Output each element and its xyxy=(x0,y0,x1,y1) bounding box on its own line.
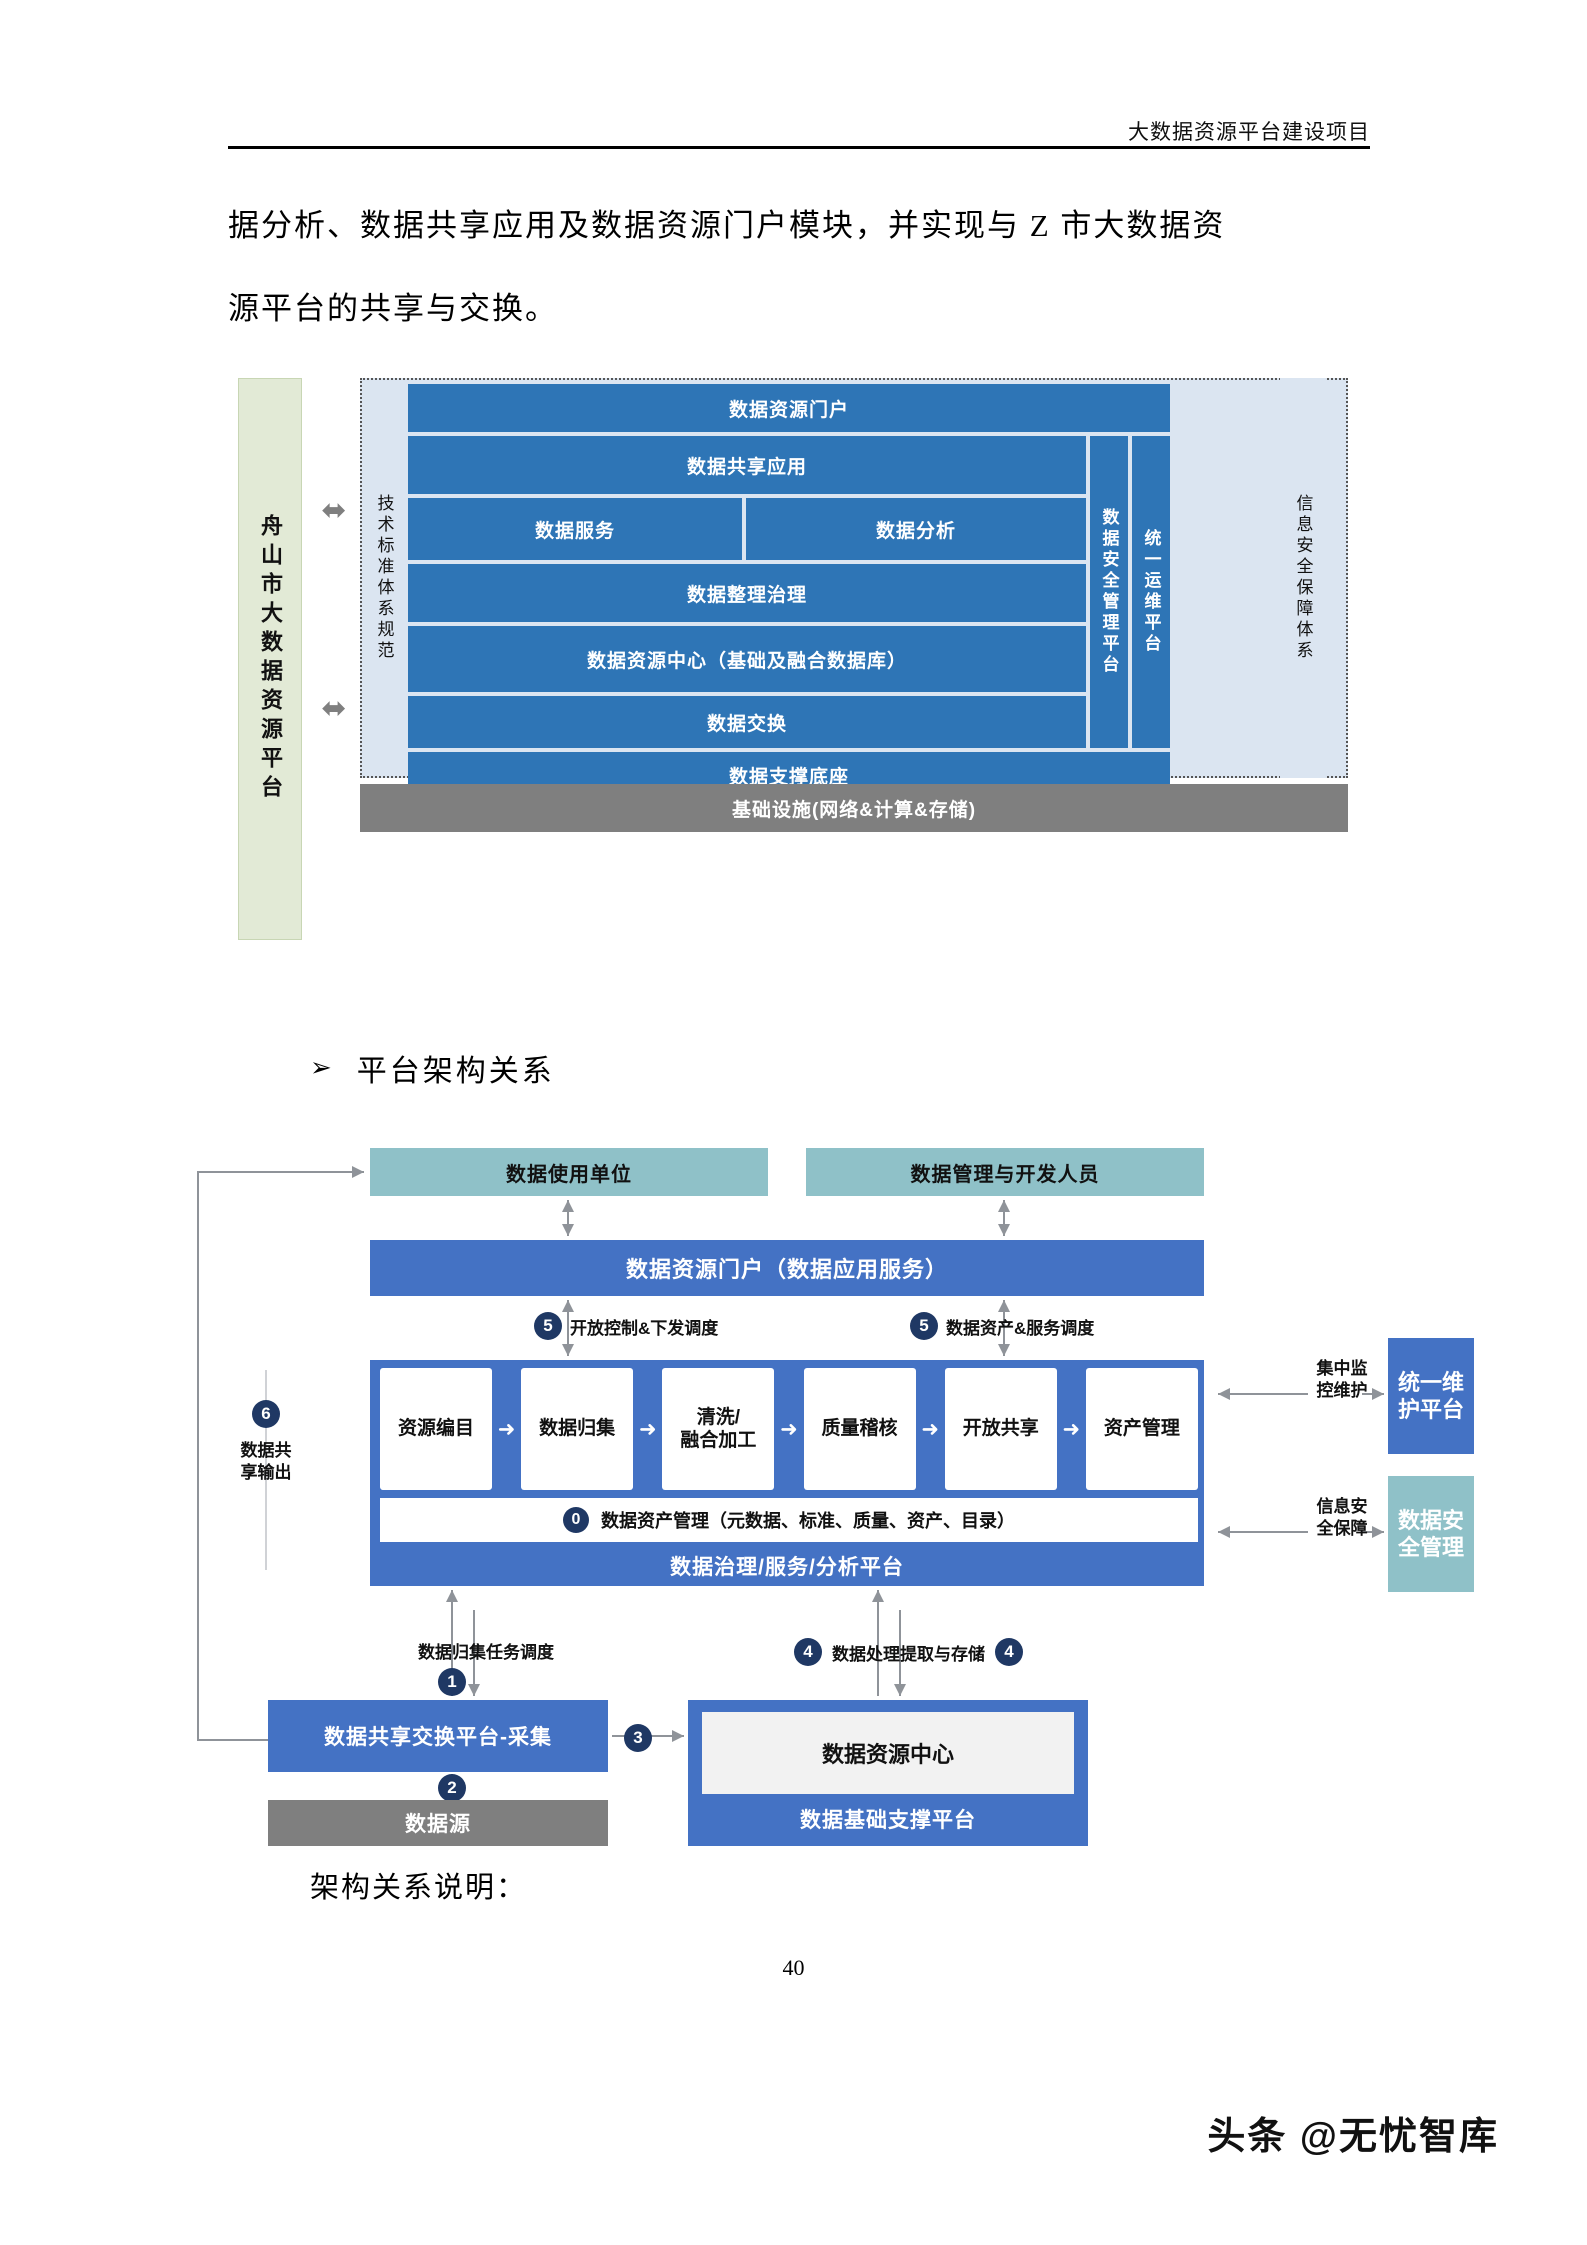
fig1-layer-data-exchange: 数据交换 xyxy=(408,696,1086,748)
fig2-step-arrow-icon-5: ➜ xyxy=(1062,1416,1081,1441)
fig2-badge-4-right: 4 xyxy=(995,1638,1023,1666)
body-paragraph-line-1: 据分析、数据共享应用及数据资源门户模块，并实现与 Z 市大数据资 xyxy=(228,208,1226,243)
fig2-schedule-processing-storage: 4 数据处理提取与存储 4 xyxy=(794,1638,1023,1666)
fig2-badge-2: 2 xyxy=(438,1774,466,1802)
figure-platform-architecture-relations: 数据使用单位 数据管理与开发人员 数据资源门户（数据应用服务） 5 开放控制&下… xyxy=(197,1140,1474,1846)
fig2-step-resource-catalog: 资源编目 xyxy=(380,1368,492,1490)
fig1-tech-standard-label: 技术标准体系规范 xyxy=(374,494,394,662)
fig2-data-sharing-output: 6 数据共享输出 xyxy=(238,1400,294,1484)
fig1-infrastructure-bar: 基础设施(网络&计算&存储) xyxy=(360,784,1348,832)
fig2-step-quality-audit: 质量稽核 xyxy=(803,1368,916,1490)
fig2-schedule-asset-service: 5 数据资产&服务调度 xyxy=(910,1312,1094,1340)
fig2-process-step-row: 资源编目 ➜ 数据归集 ➜ 清洗/ 融合加工 ➜ 质量稽核 ➜ 开放共享 ➜ 资… xyxy=(380,1368,1198,1490)
fig2-data-resource-portal: 数据资源门户（数据应用服务） xyxy=(370,1240,1204,1296)
fig2-badge-5-left: 5 xyxy=(534,1312,562,1340)
fig2-step-arrow-icon-2: ➜ xyxy=(638,1416,657,1441)
fig2-asset-management-label: 数据资产管理（元数据、标准、质量、资产、目录） xyxy=(601,1511,1015,1531)
fig1-side-ops-label: 统一运维平台 xyxy=(1141,529,1161,655)
fig2-badge-4-left: 4 xyxy=(794,1638,822,1666)
fig1-layer-data-service: 数据服务 xyxy=(408,498,742,560)
fig2-data-support-platform-label: 数据基础支撑平台 xyxy=(800,1809,976,1832)
fig1-side-unified-ops-platform: 统一运维平台 xyxy=(1132,436,1170,748)
architecture-note-label: 架构关系说明： xyxy=(310,1872,528,1904)
fig2-schedule-asset-service-label: 数据资产&服务调度 xyxy=(946,1318,1095,1338)
fig1-left-band-label: 舟山市大数据资源平台 xyxy=(258,514,283,804)
fig2-step-cleansing-fusion: 清洗/ 融合加工 xyxy=(662,1368,775,1490)
fig1-layer-data-sharing-app: 数据共享应用 xyxy=(408,436,1086,494)
section-bullet-heading: ➢ 平台架构关系 xyxy=(310,1046,555,1090)
fig2-step-arrow-icon-3: ➜ xyxy=(780,1416,798,1441)
fig2-step-arrow-icon-4: ➜ xyxy=(921,1416,939,1441)
bullet-arrow-icon: ➢ xyxy=(310,1053,335,1082)
fig2-schedule-open-control-label: 开放控制&下发调度 xyxy=(570,1318,719,1338)
fig2-security-connector-label: 信息安全保障 xyxy=(1316,1497,1368,1539)
fig2-ops-connector-label: 集中监控维护 xyxy=(1316,1359,1368,1401)
figure-platform-layer-architecture: 舟山市大数据资源平台 ⬌ ⬌ 技术标准体系规范 数据资源门户 数据共享应用 数据… xyxy=(238,378,1348,1016)
fig2-schedule-open-control: 5 开放控制&下发调度 xyxy=(534,1312,718,1340)
watermark-label: 头条 @无忧智库 xyxy=(1207,2116,1499,2158)
fig1-right-band-label: 信息安全保障体系 xyxy=(1293,494,1313,662)
fig2-governance-platform-panel xyxy=(370,1360,1204,1586)
fig2-data-source: 数据源 xyxy=(268,1800,608,1846)
fig2-badge-0: 0 xyxy=(563,1507,589,1533)
fig1-layer-data-portal: 数据资源门户 xyxy=(408,384,1170,432)
fig2-governance-platform-label: 数据治理/服务/分析平台 xyxy=(670,1556,904,1579)
fig2-badge-5-right: 5 xyxy=(910,1312,938,1340)
page-number: 40 xyxy=(782,1955,805,1980)
fig2-actor-data-users: 数据使用单位 xyxy=(370,1148,768,1196)
fig2-badge-1: 1 xyxy=(438,1668,466,1696)
fig1-tech-standard-band: 技术标准体系规范 xyxy=(366,384,402,772)
bullet-heading-label: 平台架构关系 xyxy=(356,1055,555,1088)
fig2-schedule-collection-task: 数据归集任务调度 xyxy=(418,1638,554,1663)
fig2-step-arrow-icon-1: ➜ xyxy=(497,1416,516,1441)
fig2-step-data-collection: 数据归集 xyxy=(521,1368,634,1490)
fig1-right-band-info-security: 信息安全保障体系 xyxy=(1280,378,1326,778)
fig1-layer-data-resource-center: 数据资源中心（基础及融合数据库） xyxy=(408,626,1086,692)
fig1-exchange-arrow-bottom-icon: ⬌ xyxy=(321,692,347,725)
fig2-badge-6: 6 xyxy=(252,1400,280,1428)
fig2-step-open-sharing: 开放共享 xyxy=(944,1368,1057,1490)
fig1-layer-data-governance: 数据整理治理 xyxy=(408,564,1086,622)
fig2-actor-data-developers: 数据管理与开发人员 xyxy=(806,1148,1204,1196)
fig2-asset-management-bar: 0 数据资产管理（元数据、标准、质量、资产、目录） xyxy=(380,1498,1198,1542)
fig2-data-security-management: 数据安全管理 xyxy=(1388,1476,1474,1592)
header-rule xyxy=(228,146,1370,149)
fig2-badge-3: 3 xyxy=(624,1724,652,1752)
fig2-step-asset-management: 资产管理 xyxy=(1085,1368,1198,1490)
fig2-unified-maintenance-platform: 统一维护平台 xyxy=(1388,1338,1474,1454)
fig1-left-band-city-platform: 舟山市大数据资源平台 xyxy=(238,378,302,940)
fig2-schedule-processing-label: 数据处理提取与存储 xyxy=(832,1644,985,1664)
fig2-data-sharing-output-label: 数据共享输出 xyxy=(240,1441,292,1483)
fig2-data-resource-center: 数据资源中心 xyxy=(702,1712,1074,1794)
page-header-title: 大数据资源平台建设项目 xyxy=(1128,120,1370,144)
fig2-schedule-collection-label: 数据归集任务调度 xyxy=(418,1643,554,1662)
body-paragraph-line-2: 源平台的共享与交换。 xyxy=(228,291,558,326)
fig1-side-data-security-platform: 数据安全管理平台 xyxy=(1090,436,1128,748)
fig2-data-exchange-collect-platform: 数据共享交换平台-采集 xyxy=(268,1700,608,1772)
fig1-side-security-label: 数据安全管理平台 xyxy=(1099,508,1119,676)
fig1-layer-data-analysis: 数据分析 xyxy=(746,498,1086,560)
fig1-exchange-arrow-top-icon: ⬌ xyxy=(321,494,347,527)
